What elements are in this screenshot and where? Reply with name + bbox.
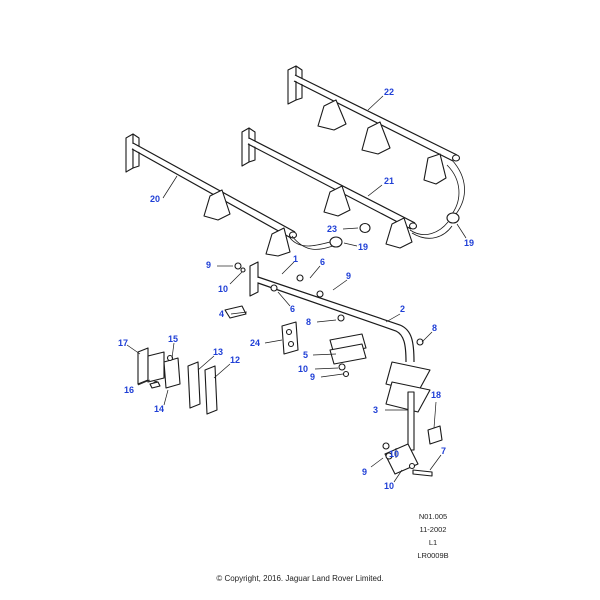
bracket-13: [187, 361, 201, 409]
callout-5: 5: [303, 350, 308, 360]
callout-6-top: 6: [320, 257, 325, 267]
callout-10-middle: 10: [298, 364, 308, 374]
callout-22: 22: [384, 87, 394, 97]
roof-bar-21: [241, 127, 418, 249]
bracket-12: [204, 365, 218, 415]
roof-bar-20: [125, 133, 298, 257]
bolt-14: [149, 381, 161, 389]
drawing-level: L1: [428, 538, 438, 547]
callout-9-left: 9: [206, 260, 211, 270]
grommet-19-rear: [446, 212, 460, 224]
leader-lines: [126, 95, 467, 483]
callout-16: 16: [124, 385, 134, 395]
grommet-19-front: [329, 236, 343, 248]
callout-24: 24: [250, 338, 260, 348]
callout-9-middle: 9: [310, 372, 315, 382]
callout-20: 20: [150, 194, 160, 204]
callout-18: 18: [431, 390, 441, 400]
callout-21: 21: [384, 176, 394, 186]
callout-19-rear: 19: [464, 238, 474, 248]
callout-10-bottom: 10: [384, 481, 394, 491]
grommet-23: [359, 222, 371, 234]
callout-13: 13: [213, 347, 223, 357]
callout-14: 14: [154, 404, 164, 414]
callout-23: 23: [327, 224, 337, 234]
callout-12: 12: [230, 355, 240, 365]
callout-17: 17: [118, 338, 128, 348]
callout-4: 4: [219, 309, 224, 319]
callout-1: 1: [293, 254, 298, 264]
illustration-id: LR0009B: [417, 551, 449, 560]
callout-7: 7: [441, 446, 446, 456]
plate-24: [281, 321, 299, 355]
grommet-wiring: [289, 159, 465, 250]
clamp-18: [427, 425, 443, 445]
callout-19-front: 19: [358, 242, 368, 252]
callout-10-left: 10: [218, 284, 228, 294]
copyright-notice: © Copyright, 2016. Jaguar Land Rover Lim…: [216, 574, 384, 583]
clip-4: [224, 305, 247, 319]
roof-bar-22: [287, 65, 461, 185]
callout-15: 15: [168, 334, 178, 344]
callout-8-left: 8: [306, 317, 311, 327]
drawing-code: N01.005: [418, 512, 448, 521]
callout-6-bottom: 6: [290, 304, 295, 314]
callout-8-right: 8: [432, 323, 437, 333]
side-tube-assembly: [224, 261, 443, 477]
callout-labels: 22 20 21 23 19 19 1 6 9 9 10 6 2 8 8 4 2…: [118, 87, 474, 491]
callout-9-upper: 9: [346, 271, 351, 281]
fasteners: [234, 262, 424, 470]
bolt-7: [412, 469, 433, 477]
callout-9-lower: 9: [362, 467, 367, 477]
drawing-date: 11-2002: [419, 525, 447, 534]
callout-10-lower: 10: [389, 449, 399, 459]
callout-3: 3: [373, 405, 378, 415]
bracket-15: [163, 357, 181, 389]
callout-2: 2: [400, 304, 405, 314]
bracket-group: [137, 347, 218, 415]
